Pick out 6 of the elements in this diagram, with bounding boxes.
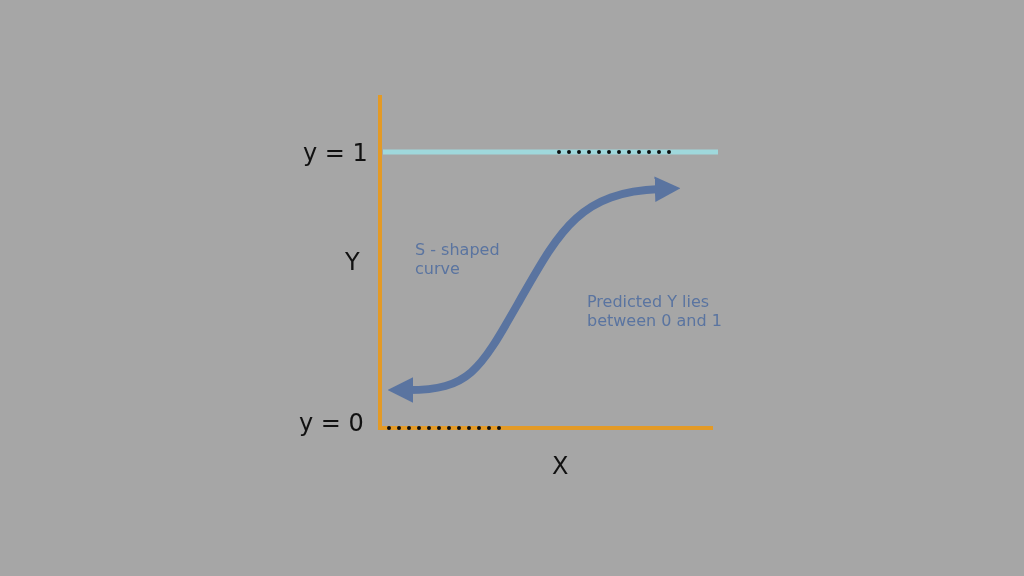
level-label: y = 0 — [299, 409, 364, 438]
annotation-text: S - shaped curve — [415, 240, 501, 279]
level-label: y = 1 — [303, 139, 368, 168]
axis-label: X — [552, 452, 569, 481]
axis-label: Y — [345, 248, 360, 277]
annotation-text: Predicted Y lies between 0 and 1 — [587, 292, 723, 331]
